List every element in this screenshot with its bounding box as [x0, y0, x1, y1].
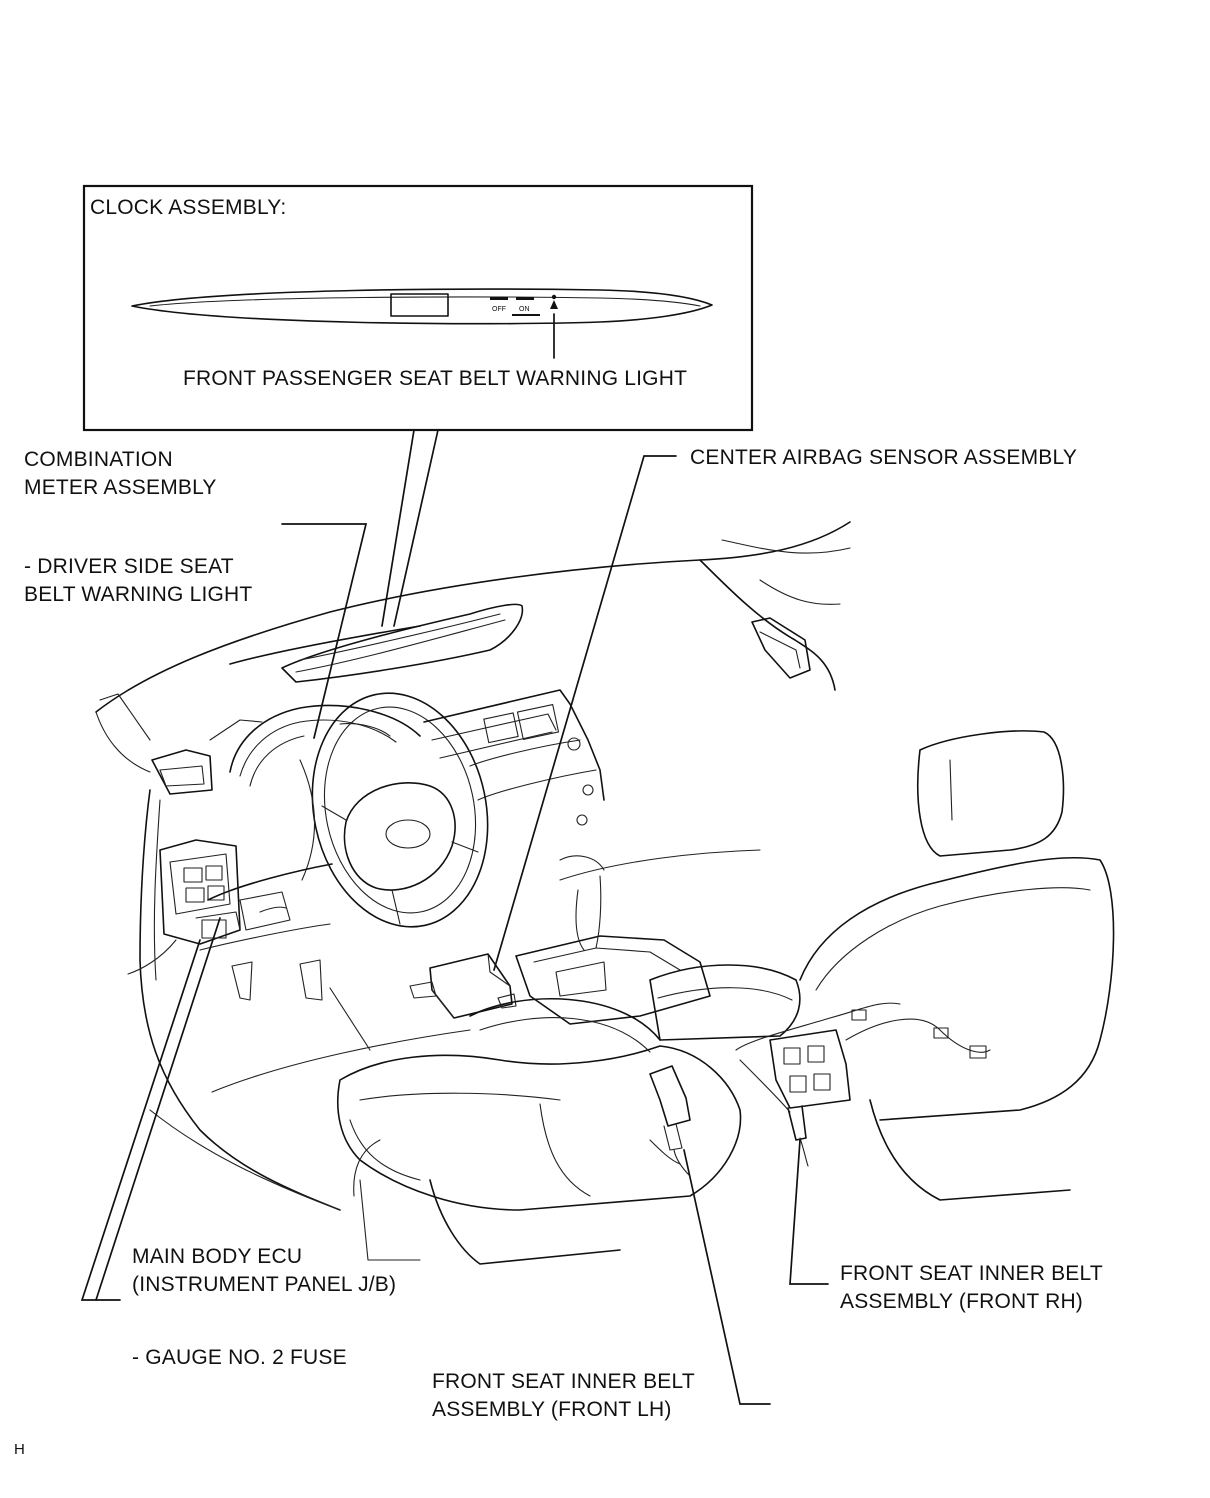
seatbelt-warning-icon: [550, 294, 558, 309]
combination-meter-label-line-2: METER ASSEMBLY: [24, 476, 217, 499]
passenger-seat-back: [799, 856, 1115, 1121]
driver-side-label-line-1: - DRIVER SIDE SEAT: [24, 555, 234, 578]
main-body-ecu-label-line-2: (INSTRUMENT PANEL J/B): [132, 1273, 397, 1296]
inset-callout-pointer: [381, 429, 439, 627]
driver-side-label-line-2: BELT WARNING LIGHT: [24, 583, 253, 606]
driver-seat-cushion: [337, 1045, 742, 1211]
indicator-off-text: OFF: [492, 306, 506, 313]
steering-wheel: [311, 692, 489, 928]
center-airbag-sensor-label: CENTER AIRBAG SENSOR ASSEMBLY: [690, 446, 1078, 469]
leader-lines: [80, 455, 829, 1405]
front-lh-label-line-2: ASSEMBLY (FRONT LH): [432, 1398, 672, 1421]
center-airbag-sensor-drawing: [409, 953, 517, 1019]
clock-assembly-label: CLOCK ASSEMBLY:: [90, 196, 287, 219]
front-passenger-warning-light-label: FRONT PASSENGER SEAT BELT WARNING LIGHT: [183, 367, 688, 390]
combination-meter-label: COMBINATION METER ASSEMBLY: [24, 446, 217, 502]
front-rh-inner-belt-label: FRONT SEAT INNER BELT ASSEMBLY (FRONT RH…: [840, 1260, 1103, 1316]
indicator-on-text: ON: [519, 306, 530, 313]
dashboard-drawing: [95, 521, 1115, 1265]
driver-side-warning-light-label: - DRIVER SIDE SEAT BELT WARNING LIGHT: [24, 553, 252, 609]
combination-meter-label-line-1: COMBINATION: [24, 448, 173, 471]
front-rh-buckle-drawing: [735, 1002, 991, 1167]
main-body-ecu-label-line-1: MAIN BODY ECU: [132, 1245, 303, 1268]
front-lh-label-line-1: FRONT SEAT INNER BELT: [432, 1370, 695, 1393]
front-rh-label-line-2: ASSEMBLY (FRONT RH): [840, 1290, 1084, 1313]
front-lh-buckle-drawing: [649, 1065, 691, 1177]
front-lh-inner-belt-label: FRONT SEAT INNER BELT ASSEMBLY (FRONT LH…: [432, 1368, 695, 1424]
corner-mark: H: [14, 1441, 26, 1458]
airbag-indicators: OFF ON: [490, 297, 540, 316]
front-rh-label-line-1: FRONT SEAT INNER BELT: [840, 1262, 1103, 1285]
clock-assembly-inset: OFF ON: [82, 184, 754, 432]
main-body-ecu-label: MAIN BODY ECU (INSTRUMENT PANEL J/B): [132, 1243, 396, 1299]
gauge-fuse-label: - GAUGE NO. 2 FUSE: [132, 1346, 347, 1369]
clock-panel-outline: [131, 288, 713, 325]
clock-display-window: [390, 293, 449, 317]
